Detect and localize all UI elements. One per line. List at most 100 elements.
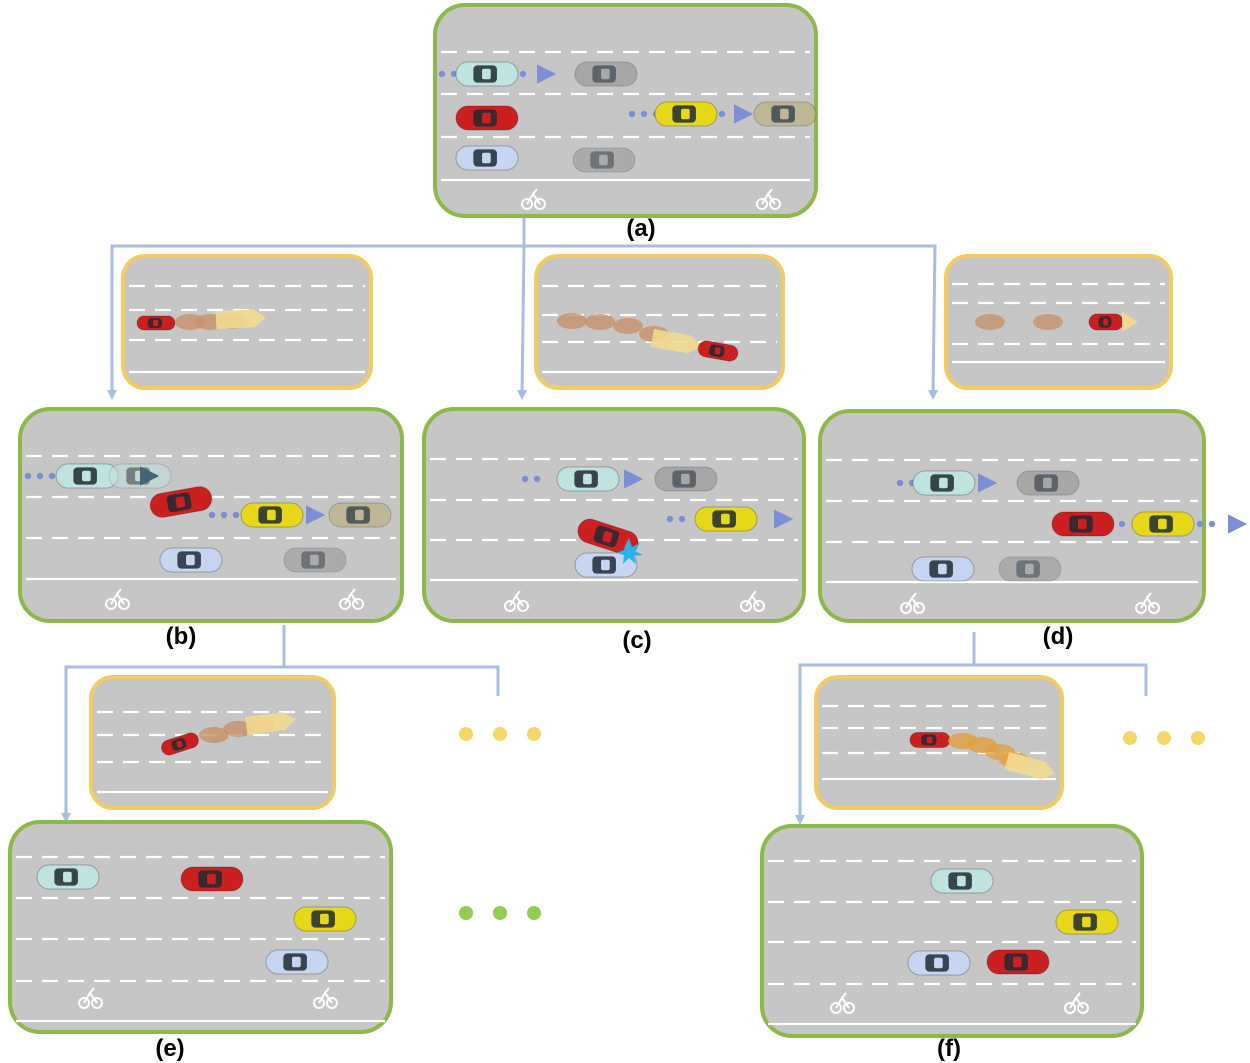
trajectory-sample (199, 727, 229, 743)
trajectory-sample (613, 318, 643, 334)
car-icon (654, 101, 718, 127)
arrow-icon (774, 509, 794, 529)
arrow-icon (734, 104, 754, 124)
goal-arrow-icon (1004, 752, 1056, 780)
car-roof (1013, 956, 1022, 968)
car-icon (654, 466, 718, 492)
ego-car-icon (149, 486, 213, 518)
car-roof (780, 108, 789, 120)
label-e: (e) (155, 1035, 185, 1062)
ego-car-icon (180, 866, 244, 892)
connector-line (107, 218, 526, 400)
car-roof (681, 108, 690, 120)
arrow-icon (537, 64, 557, 84)
connector-line (795, 632, 976, 825)
car-icon (161, 732, 199, 756)
motion-dot (628, 110, 636, 118)
motion-dot (48, 472, 56, 480)
car-roof (601, 68, 610, 80)
bicycle-icon (313, 987, 338, 1009)
ego-car-icon (577, 518, 639, 556)
car-icon (930, 868, 994, 894)
bicycle-icon (740, 590, 765, 612)
ellipsis-icon (1123, 731, 1205, 745)
ellipsis-dot (1157, 731, 1171, 745)
car-roof (267, 509, 276, 521)
car-roof (938, 563, 947, 575)
car-roof (292, 956, 301, 968)
connector-line (61, 625, 286, 823)
car-icon (572, 147, 636, 173)
car-icon (283, 547, 347, 573)
label-d: (d) (1042, 623, 1074, 650)
car-icon (455, 61, 519, 87)
motion-dots (438, 70, 458, 78)
car-roof (320, 913, 329, 925)
ellipsis-icon (459, 727, 541, 741)
car-roof (957, 875, 966, 887)
motion-dots (208, 511, 240, 519)
motion-dots (521, 475, 541, 483)
motion-dot (640, 110, 648, 118)
motion-dots (1196, 520, 1216, 528)
motion-dot (718, 110, 726, 118)
bicycle-icon (756, 188, 781, 210)
ellipsis-dot (1123, 731, 1137, 745)
motion-dot (521, 475, 529, 483)
car-roof (714, 347, 721, 355)
motion-dot (1208, 520, 1216, 528)
car-icon (293, 906, 357, 932)
ellipsis-dot (527, 727, 541, 741)
car-icon (1131, 511, 1195, 537)
motion-dot (36, 472, 44, 480)
motion-dots (666, 515, 686, 523)
bicycle-icon (339, 588, 364, 610)
car-icon (328, 502, 392, 528)
car-roof (1082, 916, 1091, 928)
ellipsis-icon (459, 906, 541, 920)
goal-arrow-icon (650, 328, 702, 354)
bicycle-icon (900, 592, 925, 614)
car-roof (681, 473, 690, 485)
car-icon (455, 145, 519, 171)
bicycle-icon (504, 590, 529, 612)
motion-dot (450, 70, 458, 78)
car-icon (909, 732, 951, 748)
trajectory-sample (557, 313, 587, 329)
ellipsis-dot (493, 727, 507, 741)
car-roof (152, 319, 159, 327)
car-roof (934, 957, 943, 969)
car-icon (911, 556, 975, 582)
ellipsis-dot (459, 906, 473, 920)
car-icon (998, 556, 1062, 582)
car-roof (355, 509, 364, 521)
label-c: (c) (622, 627, 652, 654)
car-roof (176, 740, 183, 748)
car-roof (1025, 563, 1034, 575)
label-f: (f) (937, 1035, 961, 1062)
arrow-icon (306, 505, 326, 525)
car-roof (939, 477, 948, 489)
collision-burst-icon (616, 538, 643, 564)
car-roof (482, 68, 491, 80)
bicycle-icon (521, 188, 546, 210)
car-icon (574, 61, 638, 87)
ellipsis-dot (459, 727, 473, 741)
car-roof (482, 152, 491, 164)
car-roof (602, 530, 613, 543)
car-icon (265, 949, 329, 975)
arrow-icon (978, 473, 998, 493)
car-roof (1043, 477, 1052, 489)
car-roof (583, 473, 592, 485)
ego-car-icon (455, 105, 519, 131)
label-a: (a) (626, 215, 656, 242)
connector-line (524, 244, 939, 400)
car-icon (556, 466, 620, 492)
road-panel (422, 407, 806, 623)
bicycle-icon (78, 987, 103, 1009)
car-roof (482, 112, 491, 124)
car-icon (694, 506, 758, 532)
car-roof (82, 470, 91, 482)
arrow-icon (1228, 514, 1248, 534)
motion-dot (24, 472, 32, 480)
